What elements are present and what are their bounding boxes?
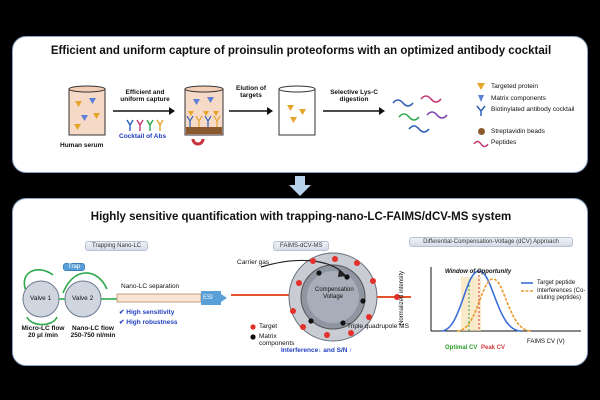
matrix-legend-label: Matrix components <box>259 333 295 348</box>
matrix-components-icon <box>478 95 484 102</box>
carrier-gas-label: Carrier gas <box>237 259 270 266</box>
valve-1-label: Valve 1 <box>30 295 52 302</box>
esi-label: ESI <box>203 295 213 301</box>
arrow-icon <box>113 107 175 115</box>
window-of-opportunity-label: Window of Opportunity <box>445 269 512 275</box>
down-arrow-icon <box>289 176 311 196</box>
capture-panel: Efficient and uniform capture of proinsu… <box>12 36 588 173</box>
interference-label: Interference↓ and S/N ↑ <box>281 347 353 354</box>
triple-quad-label: Triple quadrupole MS <box>347 323 409 330</box>
legend-streptavidin-beads: Streptavidin beads <box>491 128 545 135</box>
arrow-icon <box>229 107 273 115</box>
dcv-chart <box>430 267 581 332</box>
faims-dcv-ms-tag: FAIMS-dCV-MS <box>273 241 330 251</box>
serum-tube-icon <box>68 85 106 136</box>
target-peptide-legend: Target peptide <box>537 280 576 286</box>
nanolc-separation-label: Nano-LC separation <box>121 283 180 290</box>
arrow-icon <box>323 107 385 115</box>
quantification-panel-title: Highly sensitive quantification with tra… <box>90 211 512 223</box>
target-legend-label: Target <box>259 323 278 330</box>
legend-peptides: Peptides <box>491 139 517 146</box>
elution-step-label: Elution of targets <box>236 85 266 100</box>
cocktail-label: Cocktail of Abs <box>119 133 167 140</box>
trap-column-label: Trap <box>63 263 86 271</box>
valve-system-diagram <box>22 269 117 326</box>
legend-matrix-components: Matrix components <box>491 95 546 102</box>
compensation-voltage-label: Compensation Voltage <box>315 287 354 300</box>
quantification-panel: Highly sensitive quantification with tra… <box>12 198 588 366</box>
trapping-nanolc-tag: Trapping Nano-LC <box>85 241 149 251</box>
capture-panel-title: Efficient and uniform capture of proinsu… <box>50 45 552 57</box>
high-sensitivity-label: ✔ High sensitivity <box>119 309 175 316</box>
streptavidin-bead-icon <box>478 128 485 135</box>
peptides-icon <box>392 95 448 133</box>
interferences-legend: Interferences (Co-eluting peptides) <box>537 288 586 301</box>
capture-tube-icon <box>184 85 224 146</box>
peptide-icon <box>473 140 489 148</box>
chart-ylabel: Normalized intensity <box>399 270 405 325</box>
high-robustness-label: ✔ High robustness <box>119 319 178 326</box>
antibody-cocktail-icon <box>126 119 164 131</box>
dcv-approach-tag: Differential-Compensation-Voltage (dCV) … <box>409 237 573 247</box>
digestion-step-label: Selective Lys-C digestion <box>330 89 378 104</box>
targeted-protein-icon <box>477 83 485 90</box>
antibody-icon <box>476 105 486 116</box>
human-serum-label: Human serum <box>60 142 104 149</box>
faims-cell-diagram <box>231 252 411 342</box>
valve-2-label: Valve 2 <box>72 295 94 302</box>
legend-antibody-cocktail: Biotinylated antibody cocktail <box>491 106 575 113</box>
legend-targeted-protein: Targeted protein <box>491 83 538 90</box>
chart-xlabel: FAIMS CV (V) <box>527 339 565 345</box>
optimal-cv-label: Optimal CV <box>445 345 478 351</box>
capture-step-label: Efficient and uniform capture <box>120 89 170 104</box>
nanolc-column-icon <box>116 291 227 305</box>
elution-tube-icon <box>278 85 316 136</box>
peak-cv-label: Peak CV <box>481 345 506 351</box>
